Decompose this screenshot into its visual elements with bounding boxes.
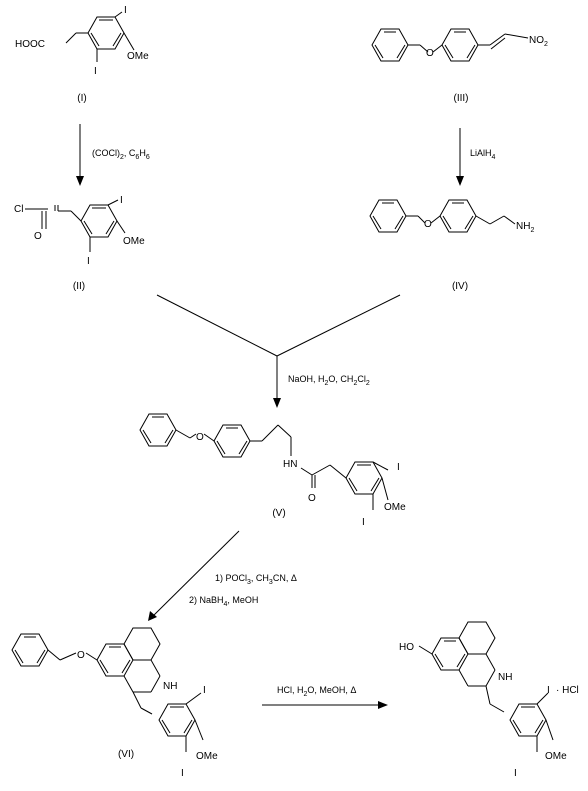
iodo-label: I (94, 66, 97, 77)
amine-label: NH2 (516, 221, 534, 234)
compound-i-label: (I) (77, 93, 86, 104)
iodo-label: I (181, 768, 184, 779)
iodo-label: I (397, 462, 400, 473)
compound-i-structure: HOOC I OMe I (15, 5, 149, 77)
compound-ii-label: (II) (73, 281, 85, 292)
chlorine-label: Cl (14, 204, 23, 215)
arrow-iii-to-iv (456, 128, 464, 186)
compound-v-label: (V) (272, 508, 285, 519)
methoxy-label: OMe (384, 502, 406, 513)
amine-nh-label: NH (498, 672, 512, 683)
arrow-vi-to-product (262, 701, 388, 709)
ether-oxygen-label: O (424, 219, 432, 230)
nitro-label: NO2 (529, 35, 548, 48)
step4b-conditions: 2) NaBH4, MeOH (189, 595, 258, 608)
compound-iii-structure: O NO2 (371, 28, 548, 62)
step2-conditions: LiAlH4 (470, 148, 496, 161)
arrow-i-to-ii (76, 124, 84, 186)
arrow-v-to-vi (148, 530, 240, 621)
amide-nh-label: HN (283, 459, 297, 470)
iodo-label: I (120, 195, 123, 206)
iodo-label: I (87, 256, 90, 267)
step3-conditions: NaOH, H2O, CH2Cl2 (288, 374, 370, 387)
compound-iii-label: (III) (454, 93, 469, 104)
ether-oxygen-label: O (77, 650, 85, 661)
methoxy-label: OMe (127, 51, 149, 62)
hooc-label: HOOC (15, 39, 45, 50)
iodo-label: I (547, 685, 550, 696)
amine-nh-label: NH (163, 681, 177, 692)
iodo-label: I (203, 685, 206, 696)
hcl-salt-label: · HCl (556, 685, 579, 696)
iodo-label: I (124, 5, 127, 16)
ether-oxygen-label: O (196, 432, 204, 443)
methoxy-label: OMe (196, 751, 218, 762)
compound-vi-label: (VI) (118, 749, 134, 760)
final-product-structure: HO NH I · HCl OMe I (399, 621, 579, 779)
hydroxyl-label: HO (399, 642, 414, 653)
methoxy-label: OMe (123, 236, 145, 247)
carbonyl-oxygen-label: O (34, 231, 42, 242)
compound-v-structure: O HN O I OMe I (139, 413, 406, 528)
carbonyl-oxygen-label: O (308, 493, 316, 504)
compound-iv-structure: O NH2 (369, 199, 534, 234)
iodo-label: I (514, 768, 517, 779)
ether-oxygen-label: O (426, 48, 434, 59)
compound-iv-label: (IV) (452, 281, 468, 292)
convergent-arrow (156, 294, 401, 408)
methoxy-label: OMe (545, 751, 567, 762)
compound-ii-structure: Cl O I OMe I (14, 195, 145, 267)
iodo-label: I (362, 517, 365, 528)
step4a-conditions: 1) POCl3, CH3CN, Δ (215, 573, 297, 586)
step5-conditions: HCl, H2O, MeOH, Δ (277, 685, 356, 698)
compound-vi-structure: O NH I OMe I (11, 627, 218, 779)
step1-conditions: (COCl)2, C6H6 (92, 148, 150, 161)
